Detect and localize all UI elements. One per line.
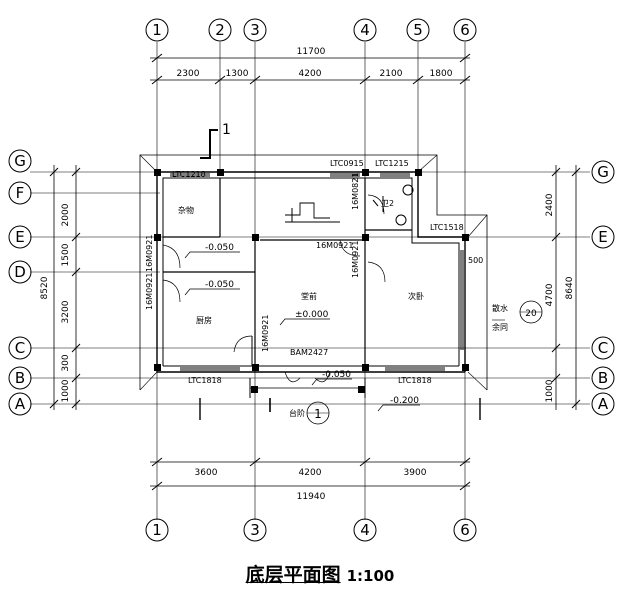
dim-bottom-3: 3900 — [404, 468, 427, 478]
room-bath: 卫2 — [381, 199, 394, 208]
dim-top-1: 2300 — [177, 69, 200, 79]
axis-left-e: E — [15, 228, 24, 246]
dim-bottom-1: 3600 — [195, 468, 218, 478]
axis-top-4: 4 — [360, 21, 370, 39]
axis-bottom-4: 4 — [360, 521, 370, 539]
dim-left-2: 1500 — [61, 243, 71, 266]
dim-top-total: 11700 — [297, 47, 326, 57]
axis-right-a: A — [598, 395, 609, 413]
axis-bottom-6: 6 — [460, 521, 470, 539]
level-storage: -0.050 — [205, 243, 234, 253]
level-outdoor: -0.200 — [390, 396, 419, 406]
axis-top-5: 5 — [413, 21, 423, 39]
dim-top-5: 1800 — [430, 69, 453, 79]
front-door-label: BAM2427 — [290, 348, 328, 357]
axis-top-1: 1 — [152, 21, 162, 39]
section-marker-label: 1 — [222, 122, 231, 138]
dim-left-5: 1000 — [61, 379, 71, 402]
window-label-top-right: LTC1215 — [375, 159, 409, 168]
room-steps: 台阶 — [289, 408, 305, 418]
axis-top-2: 2 — [215, 21, 225, 39]
axis-top-6: 6 — [460, 21, 470, 39]
drawing-title: 底层平面图 — [245, 564, 341, 586]
door-label-hall-top: 16M0921 — [316, 241, 353, 250]
dim-left-total: 8520 — [40, 276, 50, 299]
axis-left-b: B — [15, 369, 25, 387]
dim-top-4: 2100 — [380, 69, 403, 79]
dim-right-2: 4700 — [545, 283, 555, 306]
axis-top-3: 3 — [250, 21, 260, 39]
door-label-left-d: 16M0921 — [145, 273, 154, 310]
axis-left-f: F — [16, 184, 25, 202]
window-label-bottom-right: LTC1818 — [398, 376, 432, 385]
window-label-top-left: LTC1218 — [172, 170, 206, 179]
drain-callout-number: 20 — [525, 309, 537, 319]
door-label-bed: 16M0921 — [351, 241, 360, 278]
axis-right-g: G — [597, 163, 609, 181]
axis-bottom-3: 3 — [250, 521, 260, 539]
dim-top-3: 4200 — [299, 69, 322, 79]
window-label-bottom-left: LTC1818 — [188, 376, 222, 385]
room-hall: 堂前 — [301, 291, 317, 301]
steps-callout-number: 1 — [314, 407, 322, 421]
dim-left-3: 3200 — [61, 300, 71, 323]
level-kitchen: -0.050 — [205, 280, 234, 290]
drawing-scale: 1:100 — [346, 567, 395, 585]
dim-bottom-total: 11940 — [297, 492, 326, 502]
level-porch: -0.050 — [322, 370, 351, 380]
drain-note: 散水 — [492, 303, 508, 313]
axis-right-c: C — [598, 339, 608, 357]
floor-plan-drawing: 1 2 3 4 5 6 1 3 4 6 G F E D C B A G E C … — [8, 18, 615, 542]
axis-right-e: E — [598, 228, 607, 246]
dim-right-3: 1000 — [545, 379, 555, 402]
dim-top-2: 1300 — [226, 69, 249, 79]
door-label-bath: 16M0821 — [351, 173, 360, 210]
dim-right-total: 8640 — [565, 276, 575, 299]
axis-left-g: G — [14, 152, 26, 170]
axis-left-a: A — [15, 395, 26, 413]
axis-right-b: B — [598, 369, 608, 387]
room-storage: 杂物 — [178, 205, 194, 215]
dim-left-4: 300 — [61, 354, 71, 371]
dim-500-label: 500 — [468, 256, 483, 265]
dim-bottom-2: 4200 — [299, 468, 322, 478]
room-kitchen: 厨房 — [196, 315, 212, 325]
drawing-caption: 底层平面图 1:100 — [0, 560, 640, 587]
dim-right-1: 2400 — [545, 193, 555, 216]
axis-left-d: D — [14, 263, 26, 281]
dim-left-1: 2000 — [61, 203, 71, 226]
room-bedroom: 次卧 — [408, 291, 424, 301]
door-label-left-e: 16M0921 — [145, 235, 154, 272]
level-hall: ±0.000 — [295, 310, 329, 320]
door-label-kitchen: 16M0921 — [261, 315, 270, 352]
axis-bottom-1: 1 — [152, 521, 162, 539]
window-label-right: LTC1518 — [430, 223, 464, 232]
drain-note-2: 余同 — [492, 322, 508, 332]
axis-left-c: C — [15, 339, 25, 357]
window-label-top-mid: LTC0915 — [330, 159, 364, 168]
